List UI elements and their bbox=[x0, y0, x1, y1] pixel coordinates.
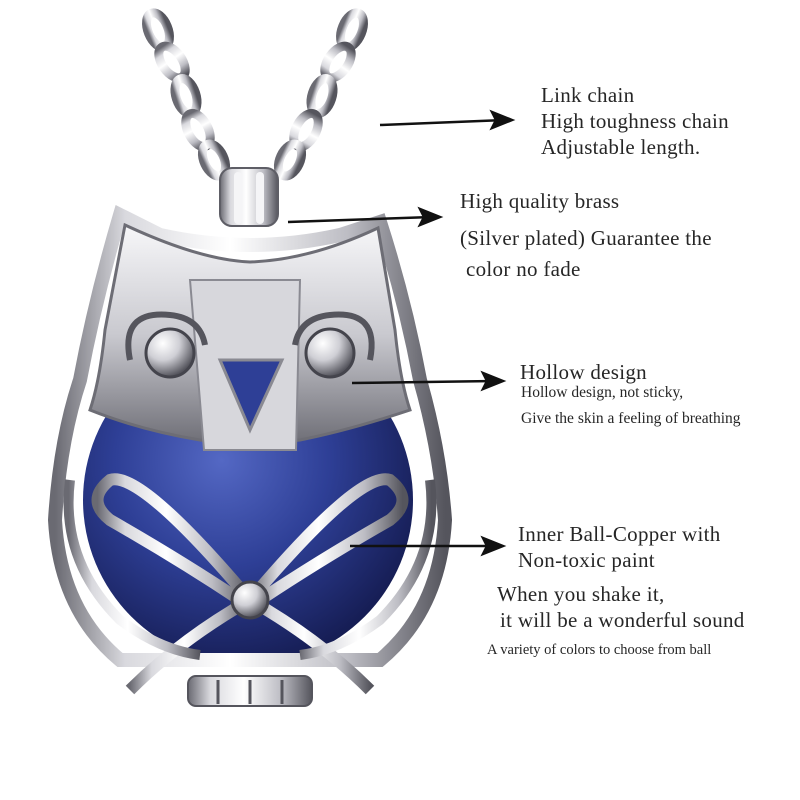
ball-label-1: Inner Ball-Copper with bbox=[518, 522, 721, 546]
ball-label-3: When you shake it, bbox=[497, 582, 665, 606]
chain-label-1: Link chain bbox=[541, 83, 635, 107]
chain-label-2: High toughness chain bbox=[541, 109, 729, 133]
material-label-3: color no fade bbox=[466, 257, 581, 281]
callout-arrows bbox=[287, 109, 516, 557]
chain-label-3: Adjustable length. bbox=[541, 135, 701, 159]
hollow-label-1: Hollow design, not sticky, bbox=[521, 384, 684, 401]
ball-label-2: Non-toxic paint bbox=[518, 548, 655, 572]
hollow-title: Hollow design bbox=[520, 360, 647, 384]
hollow-label-2: Give the skin a feeling of breathing bbox=[521, 410, 741, 427]
link-chain bbox=[142, 8, 368, 181]
pendant-bail bbox=[219, 167, 279, 227]
material-label-1: High quality brass bbox=[460, 189, 620, 213]
ball-label-4: it will be a wonderful sound bbox=[500, 608, 745, 632]
material-label-2: (Silver plated) Guarantee the bbox=[460, 226, 712, 250]
ball-label-5: A variety of colors to choose from ball bbox=[487, 642, 712, 658]
owl-locket-cage bbox=[47, 204, 453, 707]
